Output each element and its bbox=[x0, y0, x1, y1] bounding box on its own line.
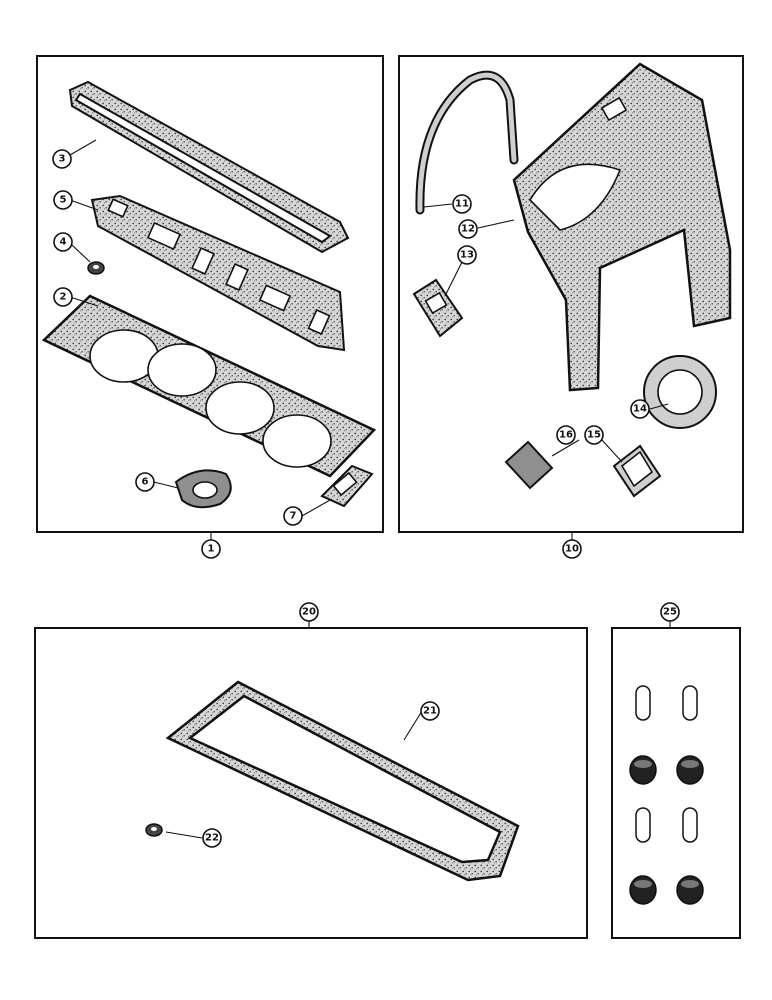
small-seal-ring bbox=[87, 261, 105, 275]
callout-5: 5 bbox=[53, 190, 73, 210]
callout-15-label: 15 bbox=[587, 430, 601, 441]
callout-4-label: 4 bbox=[60, 237, 67, 248]
callout-25: 25 bbox=[660, 602, 680, 622]
flange-gasket bbox=[320, 464, 374, 508]
drain-plug-seal bbox=[145, 823, 163, 837]
panel-kit-20 bbox=[34, 627, 588, 939]
callout-20-label: 20 bbox=[302, 607, 316, 618]
square-gasket bbox=[504, 440, 554, 490]
callout-4: 4 bbox=[53, 232, 73, 252]
callout-15: 15 bbox=[584, 425, 604, 445]
callout-2: 2 bbox=[53, 287, 73, 307]
callout-22: 22 bbox=[202, 828, 222, 848]
callout-25-label: 25 bbox=[663, 607, 677, 618]
callout-6: 6 bbox=[135, 472, 155, 492]
callout-2-label: 2 bbox=[60, 292, 67, 303]
callout-3-label: 3 bbox=[59, 154, 66, 165]
callout-10-label: 10 bbox=[565, 544, 579, 555]
callout-1-label: 1 bbox=[208, 544, 215, 555]
callout-13-label: 13 bbox=[460, 250, 474, 261]
callout-3: 3 bbox=[52, 149, 72, 169]
frame-gasket bbox=[612, 444, 662, 498]
small-cover-gasket bbox=[412, 278, 464, 338]
valve-cover-gasket bbox=[68, 80, 350, 254]
callout-13: 13 bbox=[457, 245, 477, 265]
manifold-gasket bbox=[90, 194, 346, 352]
callout-16: 16 bbox=[556, 425, 576, 445]
callout-14-label: 14 bbox=[633, 404, 647, 415]
valve-stem-seals bbox=[629, 685, 704, 905]
callout-11: 11 bbox=[452, 194, 472, 214]
callout-12-label: 12 bbox=[461, 224, 475, 235]
callout-21-label: 21 bbox=[423, 706, 437, 717]
callout-1: 1 bbox=[201, 539, 221, 559]
callout-7-label: 7 bbox=[290, 511, 297, 522]
oval-gasket bbox=[174, 469, 232, 509]
front-plate-gasket bbox=[512, 62, 732, 392]
callout-7: 7 bbox=[283, 506, 303, 526]
callout-16-label: 16 bbox=[559, 430, 573, 441]
callout-20: 20 bbox=[299, 602, 319, 622]
callout-5-label: 5 bbox=[60, 195, 67, 206]
cylinder-head-gasket bbox=[41, 294, 377, 478]
callout-10: 10 bbox=[562, 539, 582, 559]
callout-11-label: 11 bbox=[455, 199, 469, 210]
callout-6-label: 6 bbox=[142, 477, 149, 488]
oil-pan-gasket bbox=[165, 680, 520, 882]
callout-12: 12 bbox=[458, 219, 478, 239]
ring-gasket bbox=[643, 355, 717, 429]
timing-cover-gasket bbox=[415, 70, 519, 215]
callout-21: 21 bbox=[420, 701, 440, 721]
leader-lines bbox=[69, 139, 671, 839]
callout-14: 14 bbox=[630, 399, 650, 419]
callout-22-label: 22 bbox=[205, 833, 219, 844]
